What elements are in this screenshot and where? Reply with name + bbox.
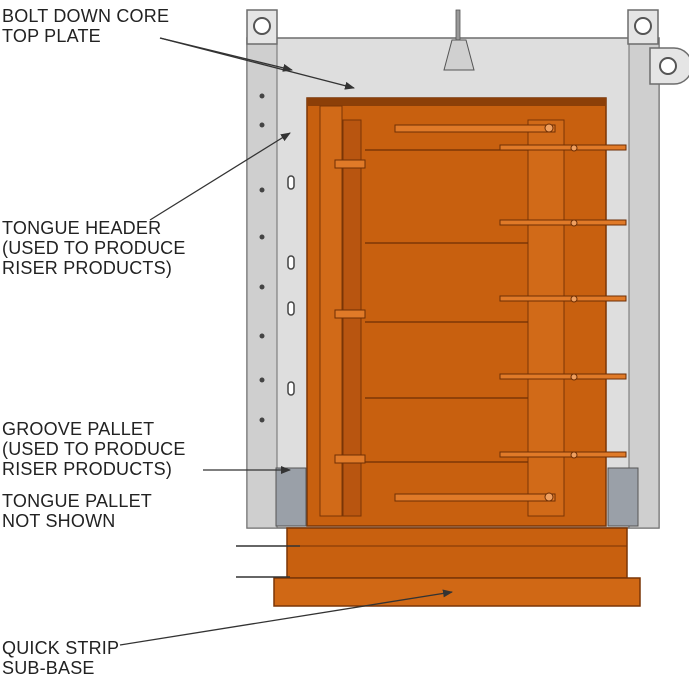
label-line: BOLT DOWN CORE: [2, 6, 170, 26]
label-bolt-down-core-top-plate: BOLT DOWN CORE TOP PLATE: [2, 6, 169, 46]
label-line: QUICK STRIP: [2, 638, 120, 658]
leader-tongue-header: [149, 132, 291, 221]
label-line: TONGUE HEADER: [2, 218, 162, 238]
label-line: RISER PRODUCTS): [2, 258, 173, 278]
label-line: GROOVE PALLET: [2, 419, 155, 439]
label-line: (USED TO PRODUCE: [2, 238, 186, 258]
label-line: NOT SHOWN: [2, 511, 116, 531]
label-line: TONGUE PALLET: [2, 491, 152, 511]
label-line: (USED TO PRODUCE: [2, 439, 186, 459]
label-quick-strip-sub-base: QUICK STRIP SUB-BASE: [2, 638, 119, 678]
leader-sub-base: [119, 589, 453, 646]
label-tongue-header: TONGUE HEADER (USED TO PRODUCE RISER PRO…: [2, 218, 186, 278]
label-line: TOP PLATE: [2, 26, 101, 46]
leader-lines: [119, 37, 453, 646]
label-groove-pallet: GROOVE PALLET (USED TO PRODUCE RISER PRO…: [2, 419, 186, 479]
leader-top-plate-b: [159, 37, 355, 90]
label-tongue-pallet-note: TONGUE PALLET NOT SHOWN: [2, 491, 152, 531]
label-line: SUB-BASE: [2, 658, 95, 678]
core-assembly: [236, 97, 641, 607]
label-line: RISER PRODUCTS): [2, 459, 173, 479]
